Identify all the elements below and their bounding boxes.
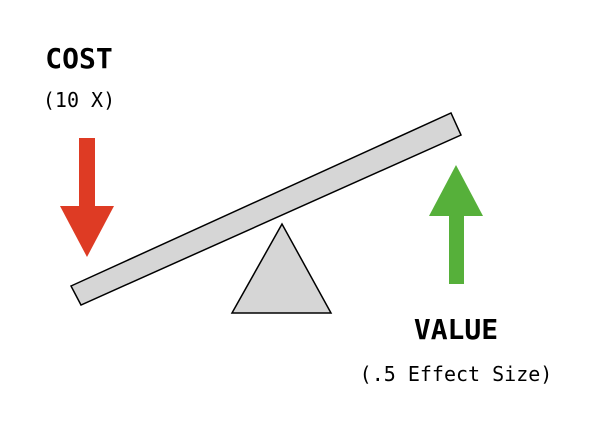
value-subtitle: (.5 Effect Size) xyxy=(360,362,553,386)
cost-arrow-head xyxy=(60,206,114,257)
cost-arrow-shaft xyxy=(79,138,95,206)
value-arrow-shaft xyxy=(449,216,464,284)
seesaw-beam xyxy=(69,112,462,306)
seesaw-fulcrum xyxy=(230,222,333,314)
value-title: VALUE xyxy=(414,313,498,346)
value-up-arrow-icon xyxy=(429,165,483,284)
value-arrow-head xyxy=(429,165,483,216)
cost-down-arrow-icon xyxy=(60,138,114,257)
cost-title: COST xyxy=(45,42,112,75)
cost-subtitle: (10 X) xyxy=(43,88,115,112)
